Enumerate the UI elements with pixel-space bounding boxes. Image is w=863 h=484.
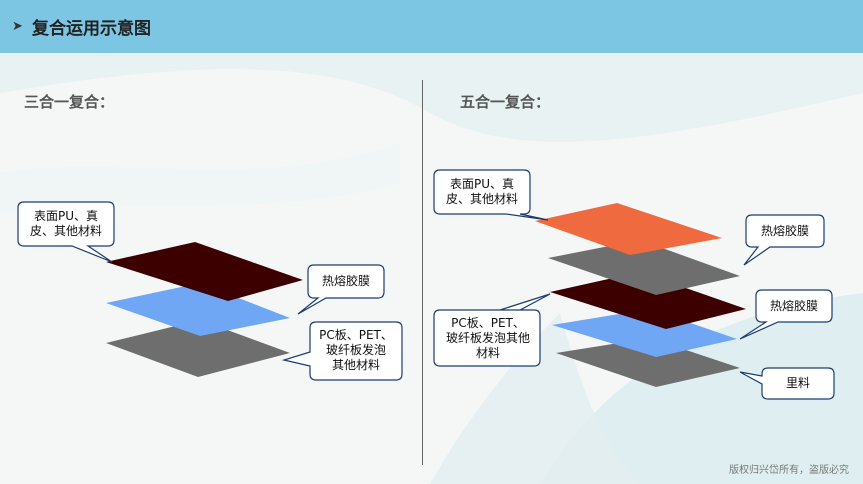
right-section-title: 五合一复合：	[460, 93, 551, 111]
left-section-title: 三合一复合：	[24, 93, 115, 111]
right-layer-dark-red	[550, 272, 746, 329]
left-callout-board-text: PC板、PET、 玻纤板发泡 其他材料	[319, 328, 393, 372]
right-callout-hotmelt1	[743, 214, 825, 266]
copyright-text: 版权归兴岱所有，盗版必究	[729, 465, 849, 476]
page-title: 复合运用示意图	[32, 19, 151, 39]
right-layer-gray-top	[548, 240, 740, 295]
chevron-right-icon: ➤	[12, 18, 23, 34]
right-callout-surface-text: 表面PU、真 皮、其他材料	[445, 177, 518, 206]
right-callout-board	[433, 293, 551, 367]
left-layer-dark-red	[106, 242, 303, 301]
left-callout-surface-text: 表面PU、真 皮、其他材料	[29, 209, 102, 238]
right-layer-gray-bottom	[556, 338, 740, 387]
header-bar: ➤ 复合运用示意图	[0, 0, 863, 53]
right-callout-hotmelt1-text: 热熔胶膜	[760, 224, 809, 238]
left-callout-surface	[17, 201, 115, 263]
left-callout-board	[281, 321, 403, 381]
right-layer-orange	[535, 203, 722, 255]
right-layer-blue	[552, 309, 737, 357]
right-callout-lining-text: 里料	[785, 376, 810, 390]
right-callout-hotmelt2-text: 热熔胶膜	[769, 299, 818, 313]
left-callout-hotmelt	[297, 264, 385, 315]
left-callout-hotmelt-text: 热熔胶膜	[321, 274, 370, 288]
right-callout-surface	[433, 169, 549, 221]
right-callout-board-text: PC板、PET、 玻纤板发泡其他 材料	[445, 316, 530, 360]
section-divider	[422, 80, 423, 465]
right-callout-hotmelt2	[739, 289, 833, 340]
left-layer-gray	[106, 320, 290, 377]
right-callout-lining	[739, 367, 835, 400]
left-layer-blue	[106, 283, 290, 336]
